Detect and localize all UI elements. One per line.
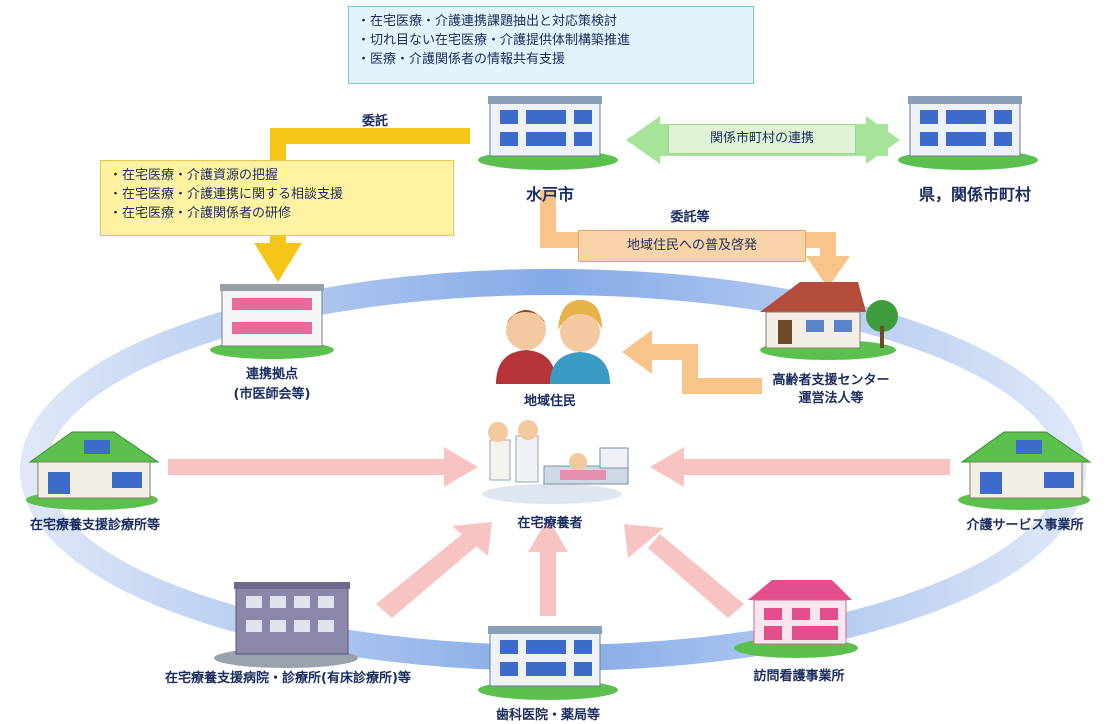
dental-building-icon xyxy=(478,626,618,700)
mito-building-icon xyxy=(478,96,618,170)
cooperation-label: 関係市町村の連携 xyxy=(709,131,814,146)
patient-care-icon xyxy=(482,420,629,504)
tasks-item-3: ・医療・介護関係者の情報共有支援 xyxy=(357,52,566,67)
outreach-box: 地域住民への普及啓発 xyxy=(578,230,806,262)
hub-tasks-item-1: ・在宅医療・介護資源の把握 xyxy=(109,168,279,183)
prefecture-label: 県，関係市町村 xyxy=(918,185,1031,204)
entrust-label: 委託 xyxy=(361,114,388,129)
hub-label-line1: 連携拠点 xyxy=(245,367,298,382)
residents-people-icon xyxy=(496,300,610,384)
care-service-label: 介護サービス事業所 xyxy=(966,518,1084,533)
tasks-box: ・在宅医療・介護連携課題抽出と対応策検討 ・切れ目ない在宅医療・介護提供体制構築… xyxy=(348,6,754,84)
patient-arrows xyxy=(168,447,950,618)
nursing-house-icon xyxy=(734,580,858,658)
support-center-house-icon xyxy=(760,282,898,360)
hospital-label: 在宅療養支援病院・診療所(有床診療所)等 xyxy=(165,671,411,686)
patient-label: 在宅療養者 xyxy=(517,516,583,531)
hub-building-icon xyxy=(210,284,334,359)
hub-tasks-box: ・在宅医療・介護資源の把握 ・在宅医療・介護連携に関する相談支援 ・在宅医療・介… xyxy=(100,160,454,236)
support-center-label-line1: 高齢者支援センター xyxy=(772,373,890,388)
tasks-item-2: ・切れ目ない在宅医療・介護提供体制構築推進 xyxy=(357,33,631,48)
residents-arrow xyxy=(622,330,762,394)
home-clinic-label: 在宅療養支援診療所等 xyxy=(29,518,160,533)
prefecture-building-icon xyxy=(898,96,1038,170)
hub-label-line2: (市医師会等) xyxy=(233,387,311,402)
hub-tasks-item-2: ・在宅医療・介護連携に関する相談支援 xyxy=(109,187,344,202)
residents-label: 地域住民 xyxy=(523,394,576,409)
nursing-label: 訪問看護事業所 xyxy=(753,669,845,684)
hub-tasks-item-3: ・在宅医療・介護関係者の研修 xyxy=(109,206,292,221)
dental-label: 歯科医院・薬局等 xyxy=(495,708,600,723)
mito-label: 水戸市 xyxy=(525,185,574,204)
care-service-house-icon xyxy=(958,431,1092,510)
outreach-label: 地域住民への普及啓発 xyxy=(626,238,757,253)
cooperation-box: 関係市町村の連携 xyxy=(668,124,856,154)
hospital-building-icon xyxy=(214,582,358,668)
home-clinic-house-icon xyxy=(26,431,160,510)
support-center-label-line2: 運営法人等 xyxy=(798,391,864,406)
tasks-item-1: ・在宅医療・介護連携課題抽出と対応策検討 xyxy=(357,14,618,29)
entrust-etc-label: 委託等 xyxy=(670,210,710,225)
